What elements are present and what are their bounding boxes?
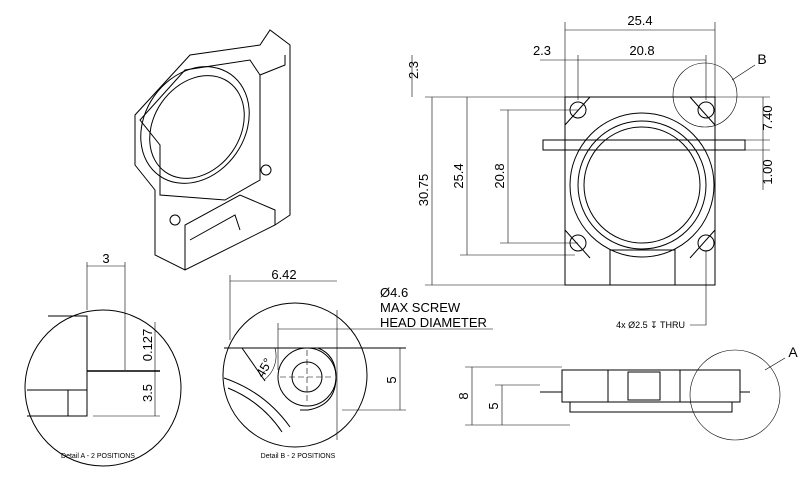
detail-b — [222, 275, 493, 448]
isometric-view — [134, 29, 291, 271]
detail-a-callout — [689, 349, 781, 441]
detail-a-label: A — [788, 344, 798, 360]
dim-hole-spacing-x: 20.8 — [629, 43, 654, 58]
screw-note-line3: HEAD DIAMETER — [380, 315, 487, 330]
detail-a-caption: Detail A - 2 POSITIONS — [61, 453, 135, 460]
mount-hole — [697, 234, 715, 252]
detail-b-callout — [672, 62, 738, 128]
dim-overall-height: 30.75 — [416, 174, 431, 207]
dim-detail-b-width: 6.42 — [271, 267, 296, 282]
detail-a — [24, 262, 182, 467]
dim-detail-a-thickness: 0.127 — [140, 329, 155, 362]
side-view — [465, 349, 786, 441]
dim-hole-offset-y: 2.3 — [406, 61, 421, 79]
detail-b-caption: Detail B - 2 POSITIONS — [261, 453, 336, 460]
dim-hole-offset-x: 2.3 — [533, 43, 551, 58]
dim-side-height: 8 — [456, 392, 471, 399]
screw-note-diameter: Ø4.6 — [380, 285, 408, 300]
dim-tab-offset: 7.40 — [760, 105, 775, 130]
hole-note: 4x Ø2.5 ↧ THRU — [616, 320, 685, 330]
dim-detail-b-angle: 45° — [253, 355, 276, 380]
detail-b-label: B — [757, 51, 766, 67]
dim-hole-spacing-y: 20.8 — [492, 163, 507, 188]
dim-detail-b-height: 5 — [384, 376, 399, 383]
mount-hole — [697, 101, 715, 119]
dim-body-height: 25.4 — [451, 163, 466, 188]
dim-detail-a-width: 3 — [102, 251, 109, 266]
top-view — [411, 22, 770, 326]
dim-overall-width: 25.4 — [627, 13, 652, 28]
dim-detail-a-height: 3.5 — [140, 384, 155, 402]
dim-tab-thickness: 1.00 — [760, 159, 775, 184]
dim-base-height: 5 — [486, 402, 501, 409]
screw-note-line2: MAX SCREW — [380, 300, 461, 315]
